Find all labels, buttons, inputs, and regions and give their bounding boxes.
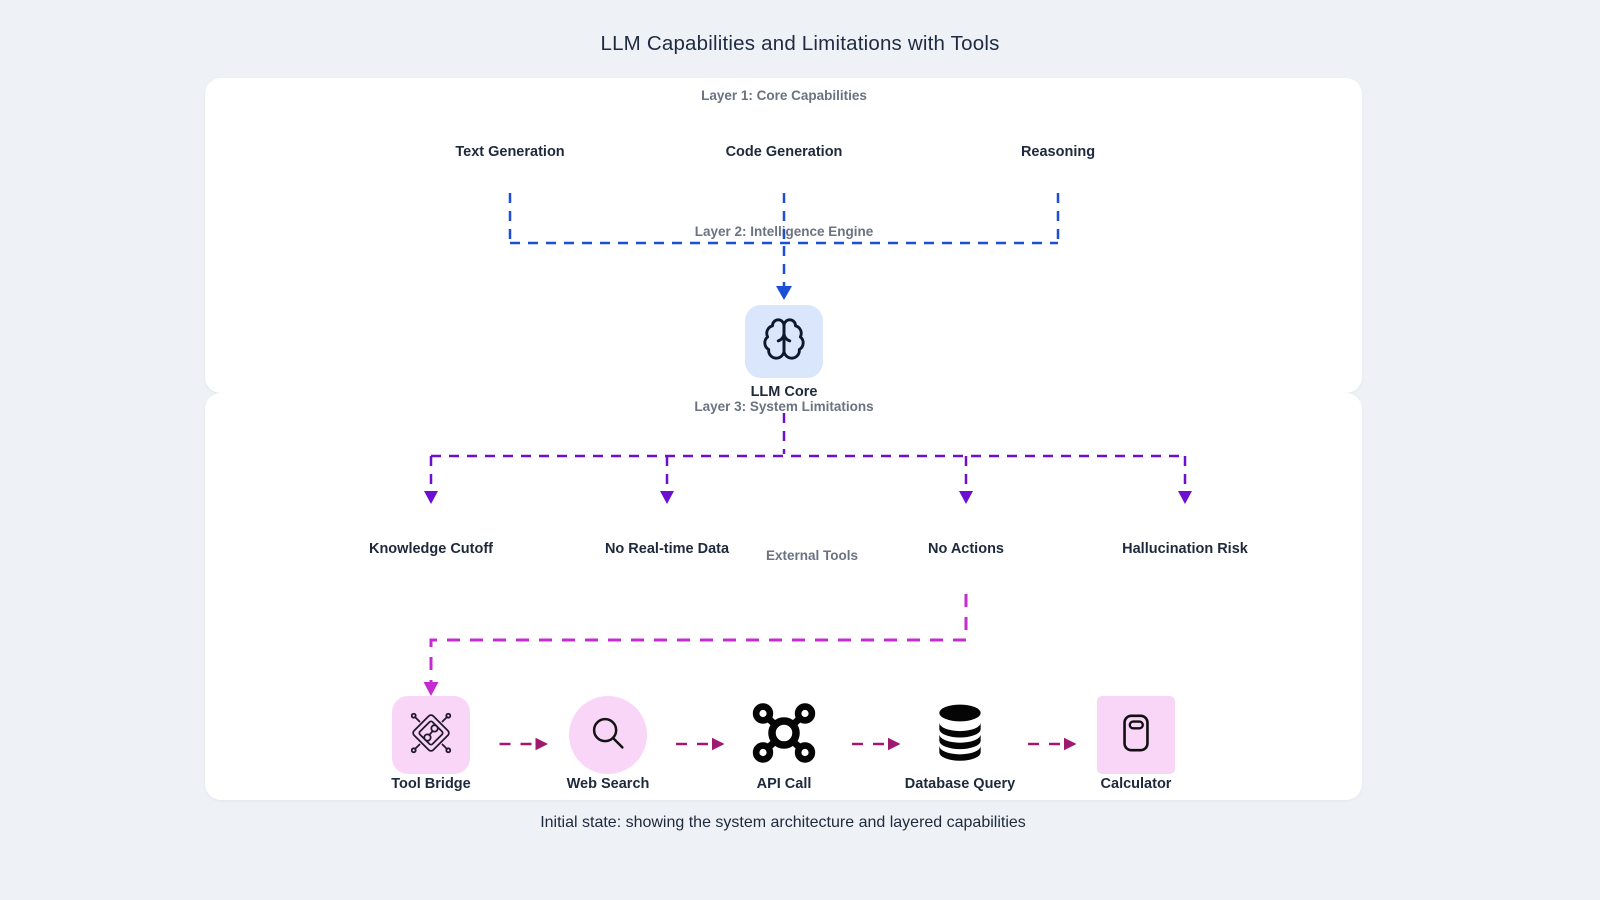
database-icon [929,700,991,771]
network-nodes-icon [748,697,820,774]
tool-node-tool-bridge [392,696,470,774]
circuit-chip-icon [406,708,456,763]
capability-code-generation: Code Generation [725,144,843,160]
status-caption: Initial state: showing the system archit… [540,814,1026,831]
capability-text-generation: Text Generation [455,144,565,160]
brain-icon [761,316,807,367]
tool-label-calculator: Calculator [1100,776,1172,792]
layer2-label: Layer 2: Intelligence Engine [694,224,874,239]
calculator-icon [1111,708,1161,763]
llm-core-node [745,305,823,378]
tool-label-tool-bridge: Tool Bridge [391,776,471,792]
layer3-label: Layer 3: System Limitations [694,399,874,414]
page-title: LLM Capabilities and Limitations with To… [600,32,1000,55]
layer1-label: Layer 1: Core Capabilities [701,88,867,103]
tool-node-web-search [569,696,647,774]
tool-node-api-call [748,699,820,771]
tool-node-calculator [1097,696,1175,774]
limitation-knowledge-cutoff: Knowledge Cutoff [368,541,494,557]
magnifier-icon [585,710,631,761]
llm-core-label: LLM Core [750,384,818,400]
external-tools-label: External Tools [765,548,859,563]
limitation-no-realtime-data: No Real-time Data [604,541,730,557]
tool-label-database-query: Database Query [904,776,1016,792]
tool-node-database-query [929,701,991,769]
tool-label-web-search: Web Search [566,776,650,792]
limitation-hallucination-risk: Hallucination Risk [1122,541,1248,557]
capability-reasoning: Reasoning [1020,144,1096,160]
tool-label-api-call: API Call [756,776,812,792]
limitation-no-actions: No Actions [928,541,1004,557]
